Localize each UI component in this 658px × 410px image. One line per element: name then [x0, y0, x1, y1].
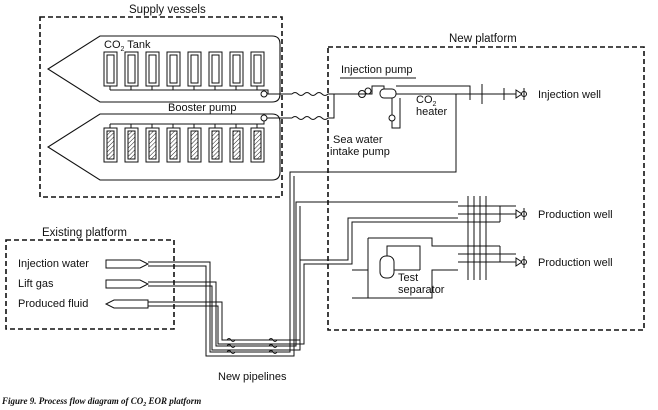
offload-line [328, 93, 356, 119]
booster-pump-icon [260, 90, 268, 122]
supply-vessels-box [39, 16, 283, 198]
existing-platform-box [5, 239, 175, 330]
booster-pump-label: Booster pump [168, 102, 236, 114]
offload-hose-2 [291, 116, 329, 120]
injection-pump-label-box [338, 63, 416, 77]
injection-manifold [481, 84, 516, 104]
offload-hose-1 [291, 92, 329, 96]
injection-well-label: Injection well [538, 89, 601, 101]
test-label: Test [398, 272, 418, 284]
lift-gas-arrow-icon [105, 279, 150, 289]
co2-heater-label: heater [416, 106, 448, 118]
separator-lines [367, 237, 458, 299]
sea-water-pump-icon [388, 114, 396, 122]
lift-gas-label: Lift gas [18, 278, 54, 290]
vessel-1-manifold [109, 86, 292, 95]
production-well-2-icon [515, 256, 527, 268]
vessel-2-tanks [103, 127, 265, 163]
sea-water-label: Sea water [333, 134, 383, 146]
production-manifold [458, 196, 516, 280]
injection-well-icon [515, 88, 527, 100]
production-well-2-label: Production well [538, 257, 613, 269]
existing-platform-title: Existing platform [42, 227, 127, 239]
heater-return-line [396, 85, 471, 100]
produced-fluid-label: Produced fluid [18, 298, 88, 310]
new-pipelines [148, 94, 458, 357]
co2-heater-label-co2: CO2 [416, 94, 437, 108]
pipeline-break-marks [226, 338, 278, 354]
vessel-1-hull [46, 35, 281, 103]
injection-pump-label: Injection pump [341, 64, 413, 76]
new-platform-title: New platform [449, 33, 517, 45]
intake-pump-label: intake pump [330, 146, 390, 158]
injection-water-label: Injection water [18, 258, 89, 270]
sea-water-line [391, 98, 401, 129]
test-separator-icon [379, 255, 395, 279]
produced-fluid-arrow-icon [104, 299, 149, 309]
injection-pump-icon [358, 87, 372, 98]
separator-label: separator [398, 284, 445, 296]
vessel-1-tanks [103, 51, 265, 87]
vessel-2-manifold [109, 117, 292, 128]
co2-tank-label: CO2 Tank [104, 39, 151, 53]
supply-vessels-title: Supply vessels [129, 4, 206, 16]
new-platform-box [327, 46, 645, 331]
production-well-1-label: Production well [538, 209, 613, 221]
new-pipelines-label: New pipelines [218, 371, 287, 383]
vessel-2-hull [46, 113, 281, 181]
production-well-1-icon [515, 208, 527, 220]
figure-caption: Figure 9. Process flow diagram of CO2 EO… [1, 396, 201, 408]
co2-heater-icon [379, 88, 397, 99]
injection-water-arrow-icon [105, 259, 150, 269]
